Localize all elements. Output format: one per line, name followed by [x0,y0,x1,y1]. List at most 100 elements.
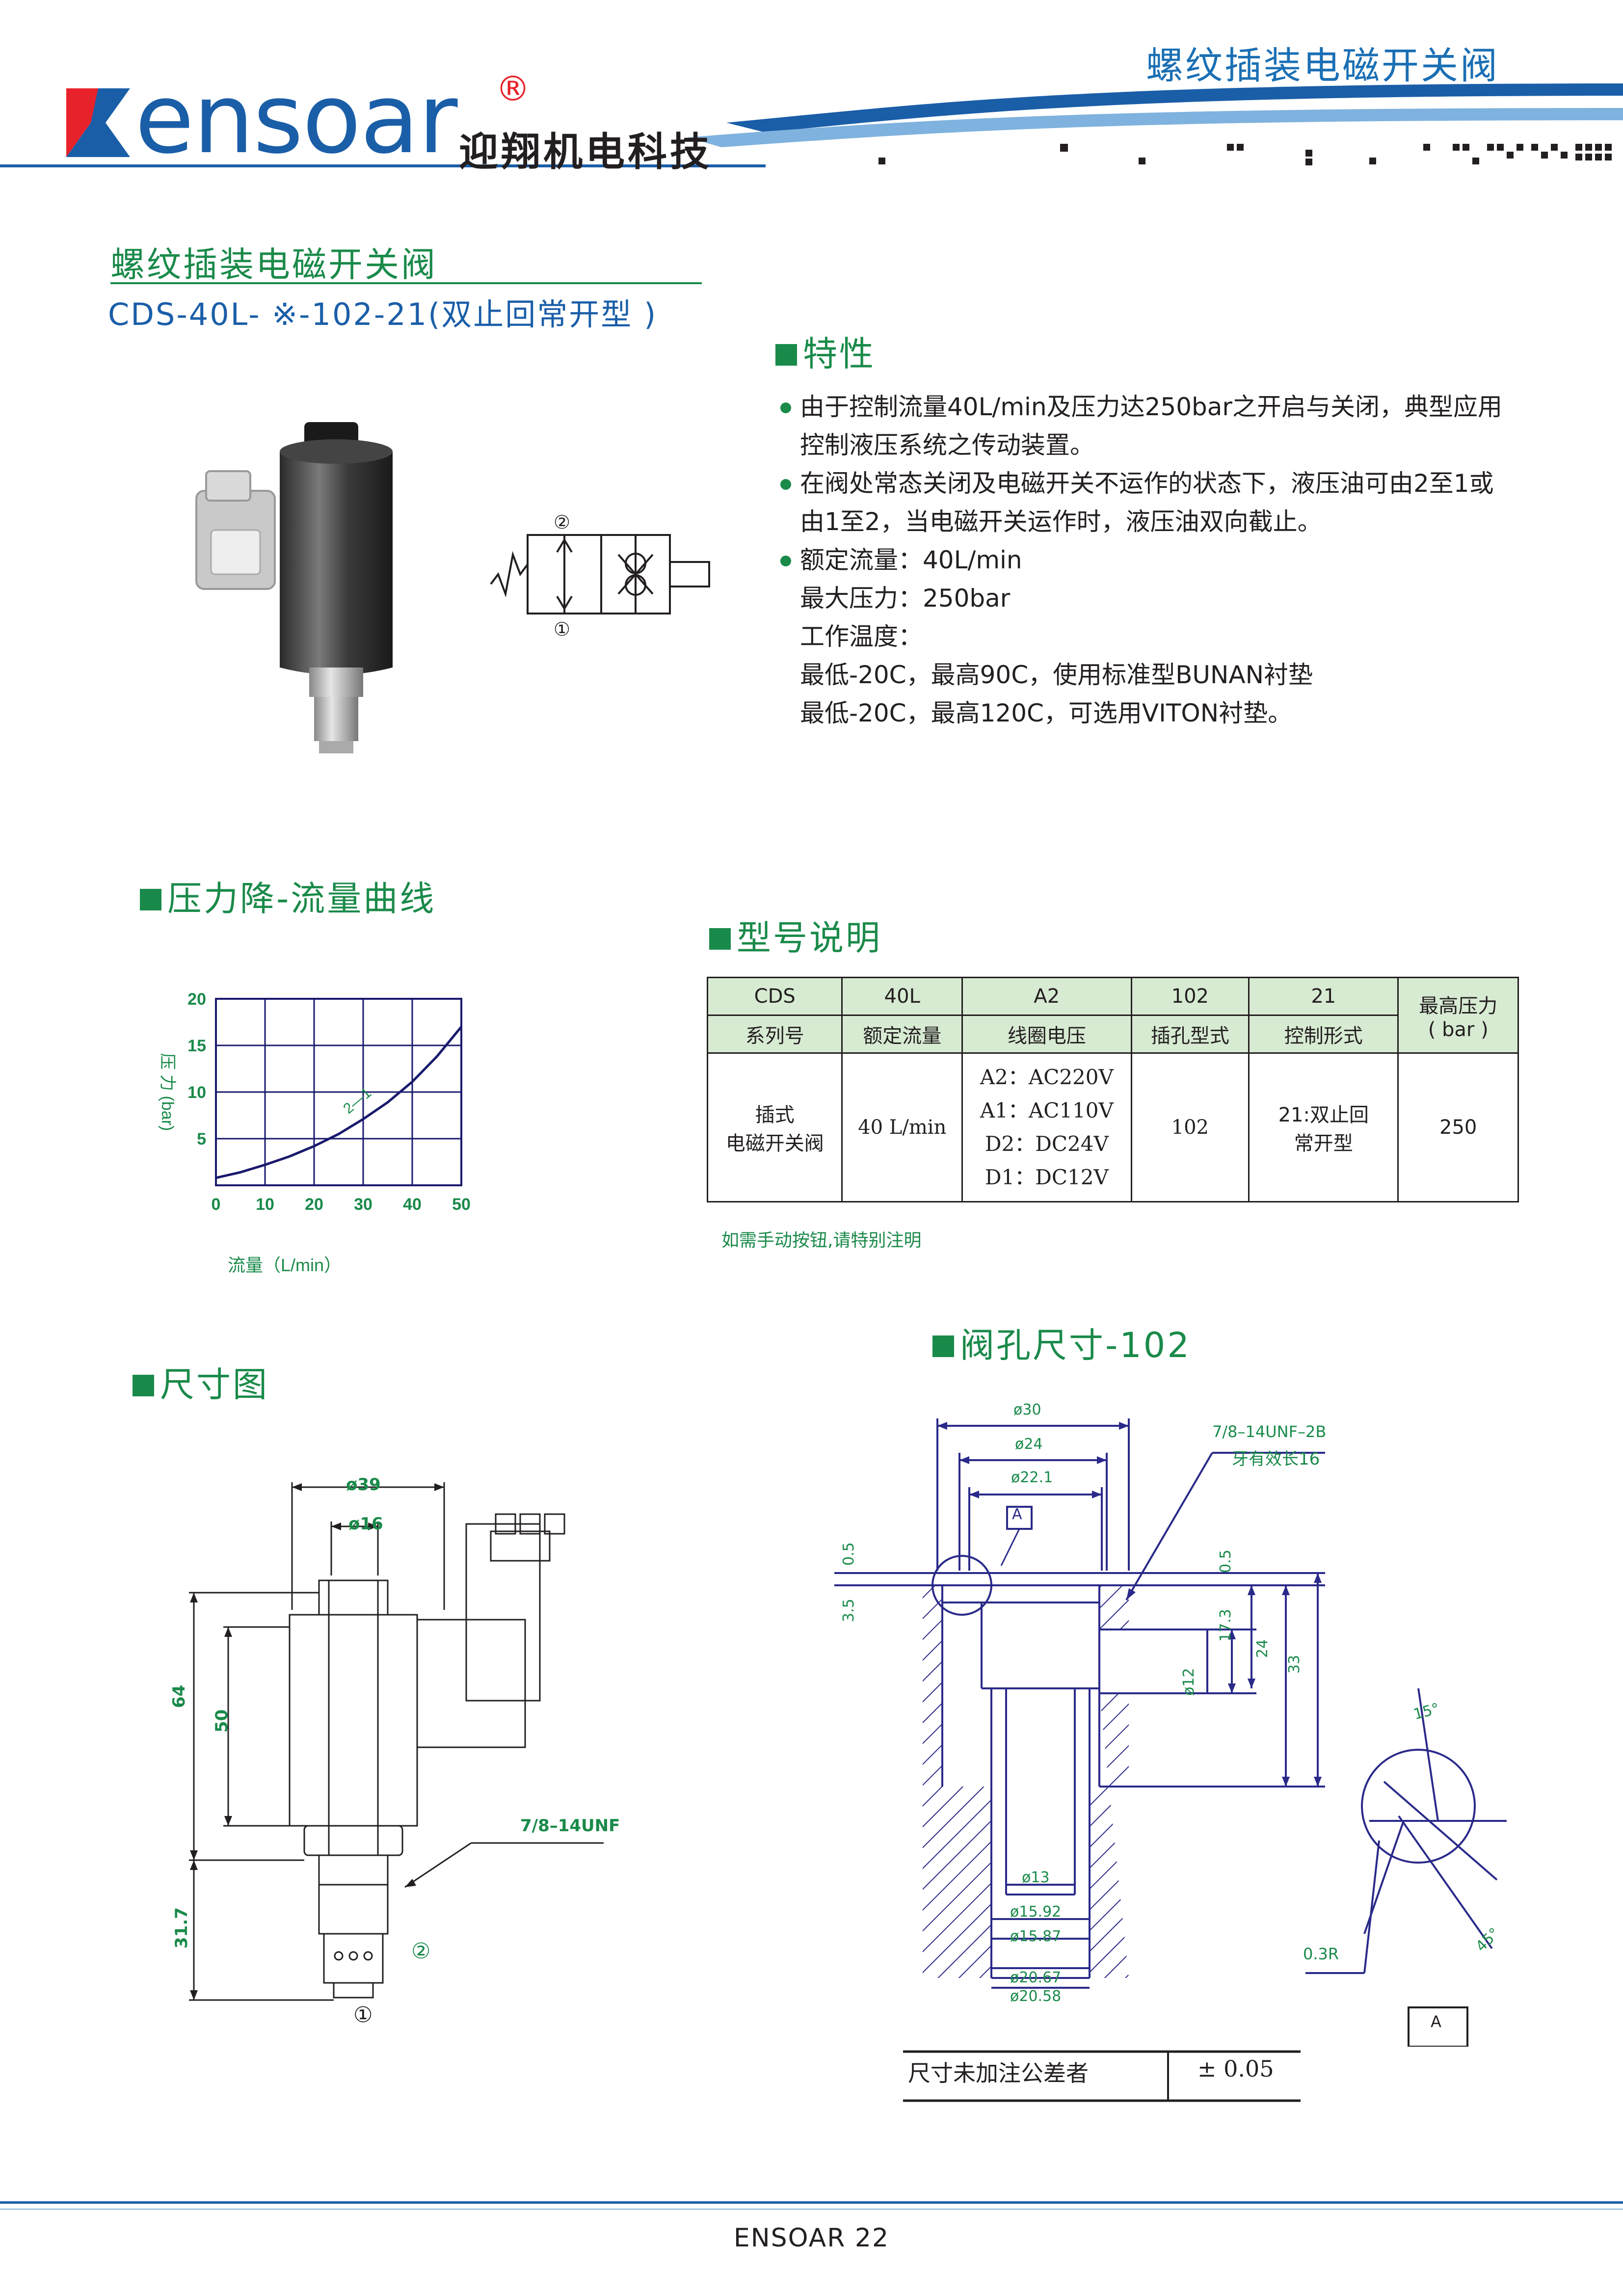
header-swoosh [0,83,1623,167]
code-flow: 40L [841,977,963,1016]
model-note: 如需手动按钮,请特别注明 [721,1230,922,1251]
logo-registered-mark: ® [496,69,530,109]
title-rule [110,282,702,284]
cav-d24: ø24 [1015,1436,1043,1453]
feature-line: 在阀处常态关闭及电磁开关不运作的状态下，液压油可由2至1或 [780,464,1526,503]
bullet-dot-icon [780,402,791,413]
header-title: 螺纹插装电磁开关阀 [1146,44,1499,87]
tolerance-label: 尺寸未加注公差者 [908,2060,1089,2086]
x-tick-label: 10 [256,1195,274,1214]
cav-v173: 17.3 [1217,1609,1234,1642]
cav-d2067: ø20.67 [1010,1969,1062,1986]
features-heading: 特性 [775,326,876,376]
cell-control: 21:双止回常开型 [1248,1052,1399,1202]
section-bullet-icon [133,1375,154,1396]
y-tick-label: 20 [187,990,206,1009]
section-bullet-icon [709,928,731,950]
series-line [215,1026,462,1179]
cav-datum-box: A [1431,2012,1441,2031]
cell-flow: 40 L/min [841,1052,963,1202]
model-table: CDS 40L A2 102 21 最高压力( bar ) 系列号 额定流量 线… [706,977,1519,1202]
table-row: 系列号 额定流量 线圈电压 插孔型式 控制形式 [706,1015,1518,1054]
tolerance-value: ± 0.05 [1197,2056,1274,2082]
cavity-heading: 阀孔尺寸-102 [932,1318,1191,1367]
dim-thread: 7/8–14UNF [520,1816,620,1836]
tolerance-table-lines [903,2050,1301,2102]
code-series: CDS [706,977,843,1016]
chart-heading: 压力降-流量曲线 [140,871,436,921]
hydraulic-symbol [490,534,710,614]
cav-thread-2: 牙有效长16 [1232,1449,1320,1469]
cav-v33: 33 [1286,1655,1303,1674]
dims-heading: 尺寸图 [133,1357,269,1407]
bullet-dot-icon [780,479,791,490]
cav-d1592: ø15.92 [1010,1903,1062,1921]
code-cavity: 102 [1130,977,1250,1016]
code-voltage: A2 [961,977,1132,1016]
y-tick-label: 5 [197,1130,206,1148]
footer-rule [0,2201,1623,2204]
x-tick-label: 40 [403,1195,422,1214]
y-tick-label: 10 [187,1083,206,1102]
section-bullet-icon [775,344,797,366]
bullet-dot-icon [780,556,791,566]
product-photo [195,422,393,753]
cav-datum: A [1012,1506,1022,1523]
cav-d12: ø12 [1180,1668,1197,1696]
max-pressure-header: 最高压力( bar ) [1397,977,1519,1054]
y-tick-label: 15 [187,1037,206,1055]
cav-d30: ø30 [1013,1401,1041,1418]
valve-dimension-drawing [189,1482,604,2001]
model-heading: 型号说明 [709,910,882,960]
brand-chinese-name: 迎翔机电科技 [459,129,712,175]
name-control: 控制形式 [1248,1015,1399,1054]
section-bullet-icon [140,889,161,910]
cav-thread-1: 7/8–14UNF–2B [1212,1422,1327,1441]
dim-d16: ø16 [348,1514,383,1534]
x-tick-label: 30 [354,1195,372,1214]
feature-line: 最低-20C，最高120C，可选用VITON衬垫。 [800,699,1293,727]
series-label: 2—1 [340,1085,374,1117]
cav-d22: ø22.1 [1011,1469,1053,1486]
product-model: CDS-40L- ※-102-21(双止回常开型 ) [108,296,658,332]
dim-h50: 50 [212,1709,232,1733]
features-list: 由于控制流量40L/min及压力达250bar之开启与关闭，典型应用 控制液压系… [780,388,1526,732]
logo-mark-icon [66,88,130,157]
cell-pressure: 250 [1397,1052,1519,1202]
dim-port-1: ① [353,2002,373,2028]
x-tick-label: 0 [212,1195,221,1214]
dim-h31-7: 31.7 [172,1907,191,1949]
logo-wordmark: ensoar [135,63,458,175]
header-dots [878,144,1612,165]
name-flow: 额定流量 [841,1015,963,1054]
feature-line: 控制液压系统之传动装置。 [800,431,1094,459]
x-tick-label: 20 [305,1195,323,1214]
symbol-port-top: ② [554,511,571,533]
cav-v24: 24 [1254,1639,1271,1658]
cav-v35: 3.5 [840,1599,857,1622]
cav-radius: 0.3R [1303,1945,1339,1963]
product-title: 螺纹插装电磁开关阀 [110,244,437,285]
cav-v05a: 0.5 [840,1542,857,1566]
dim-d39: ø39 [346,1475,381,1495]
feature-line: 最低-20C，最高90C，使用标准型BUNAN衬垫 [800,661,1313,689]
cell-cavity: 102 [1130,1052,1250,1202]
name-series: 系列号 [706,1015,843,1054]
cell-series: 插式电磁开关阀 [706,1052,843,1202]
section-bullet-icon [932,1335,954,1357]
name-cavity: 插孔型式 [1130,1015,1250,1054]
name-voltage: 线圈电压 [961,1015,1132,1054]
dim-h64: 64 [169,1684,189,1708]
code-control: 21 [1248,977,1399,1016]
cav-v05b: 0.5 [1217,1549,1234,1573]
cavity-dimension-drawing [834,1418,1507,2047]
symbol-port-bottom: ① [554,618,571,640]
cav-d1587: ø15.87 [1010,1928,1062,1945]
feature-line: 最大压力：250bar [800,584,1011,613]
cav-d13: ø13 [1022,1869,1050,1886]
y-axis-label: 压 力 (bar) [158,1053,177,1131]
feature-line: 额定流量：40L/min [780,541,1526,579]
